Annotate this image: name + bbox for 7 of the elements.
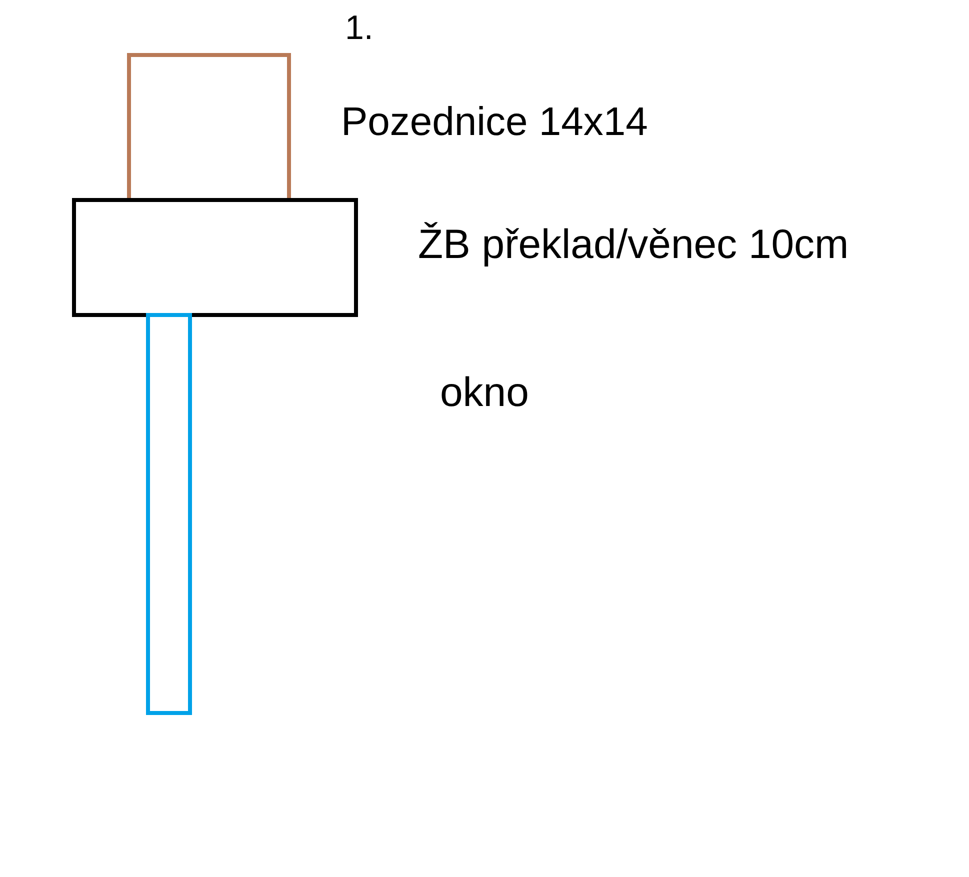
wall-plate-section bbox=[127, 53, 291, 201]
lintel-section bbox=[72, 198, 358, 317]
figure-number: 1. bbox=[345, 8, 374, 49]
part-label: okno bbox=[440, 368, 529, 416]
part-label: Pozednice 14x14 bbox=[341, 99, 648, 146]
part-label: ŽB překlad/věnec 10cm bbox=[418, 220, 849, 268]
window-section bbox=[146, 313, 192, 715]
